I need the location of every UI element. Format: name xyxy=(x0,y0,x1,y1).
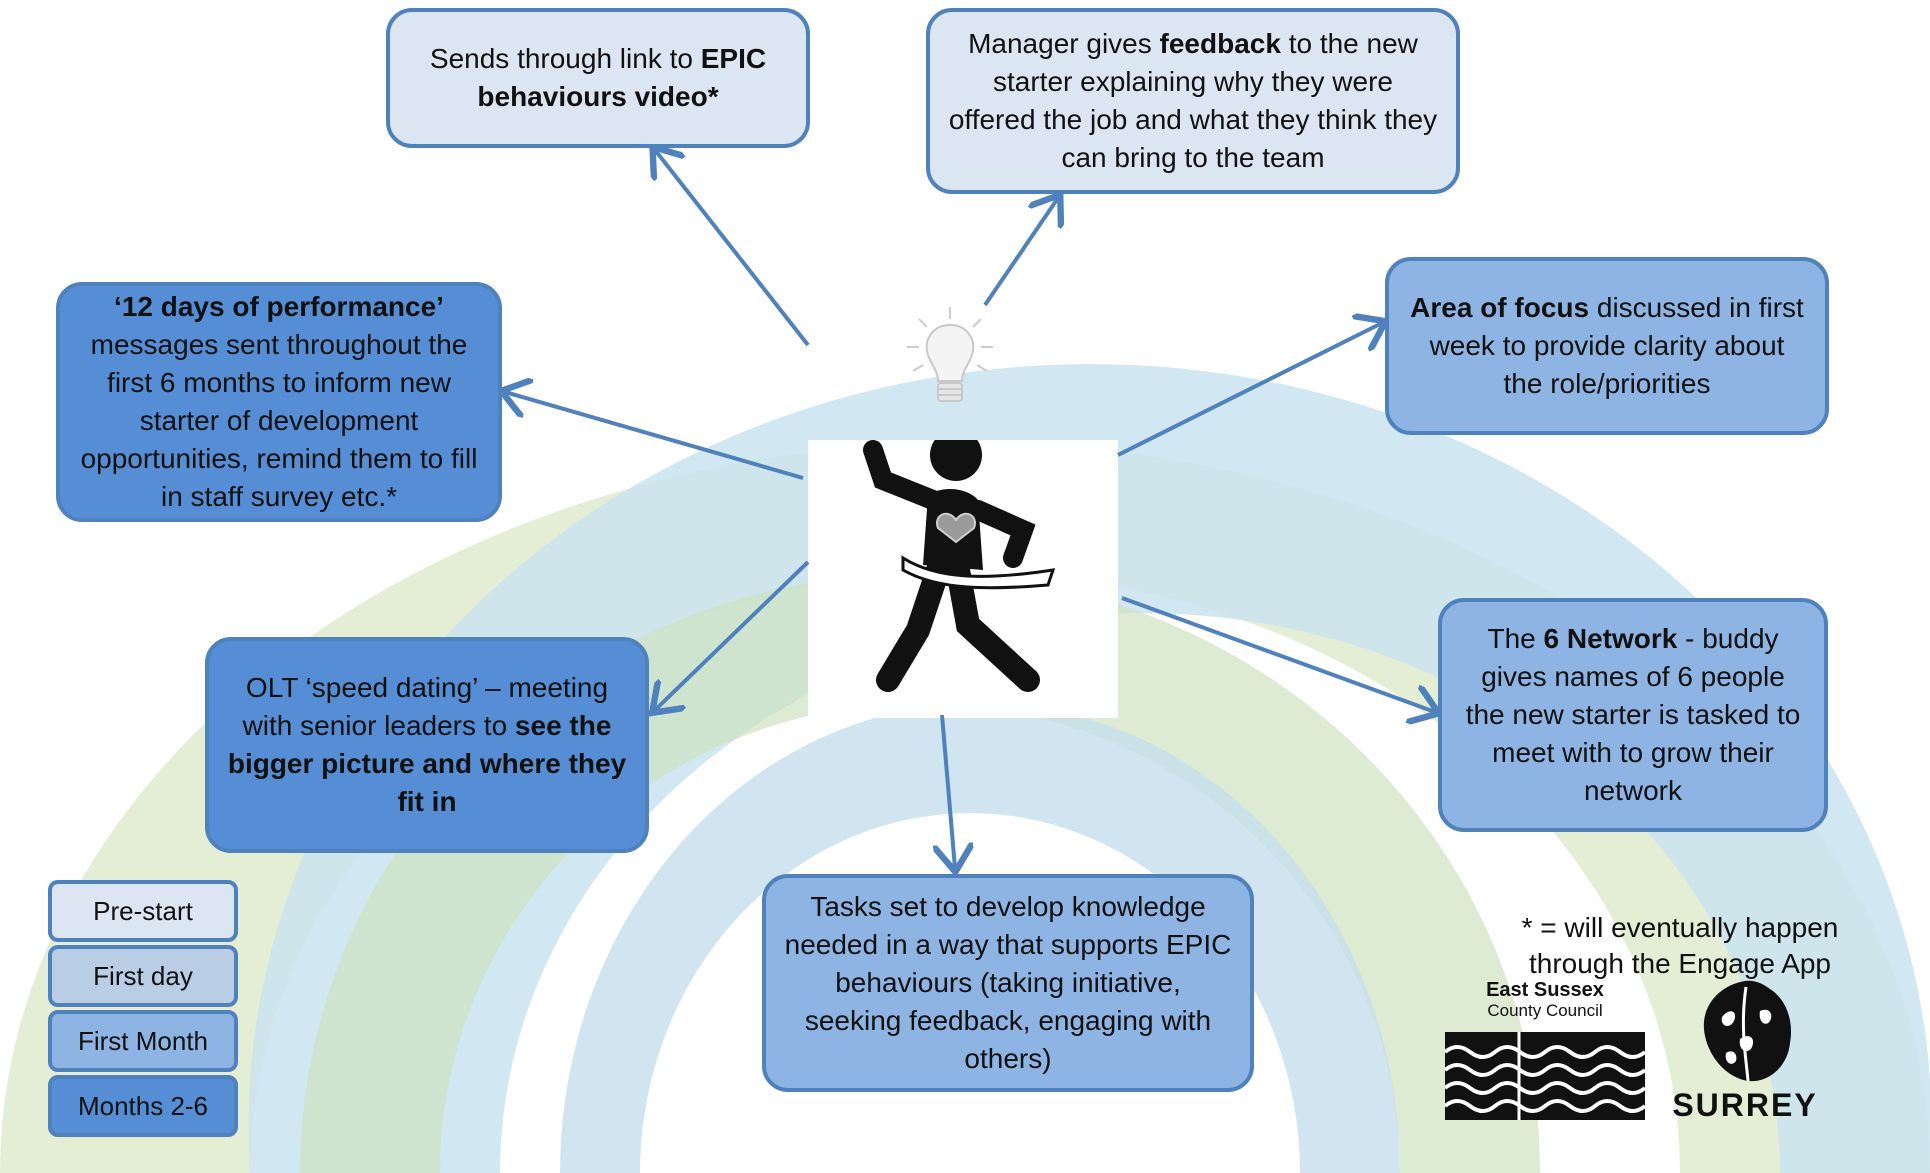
legend-months-2-6: Months 2-6 xyxy=(48,1075,238,1137)
legend-first-day: First day xyxy=(48,945,238,1007)
area-focus-box: Area of focus discussed in first week to… xyxy=(1385,257,1829,435)
feedback-box: Manager gives feedback to the new starte… xyxy=(926,8,1460,194)
outer-blue-arc xyxy=(248,364,1930,1173)
arrow-to-twelve-days xyxy=(505,392,804,480)
arrow-to-epic-video xyxy=(655,150,810,347)
arrow-to-speed-dating xyxy=(655,560,810,710)
east-sussex-name: East Sussex xyxy=(1486,979,1604,1001)
six-network-box: The 6 Network - buddy gives names of 6 p… xyxy=(1438,598,1828,832)
surrey-name: SURREY xyxy=(1672,1087,1818,1123)
engage-app-note: * = will eventually happen through the E… xyxy=(1521,912,1839,980)
lightbulb-icon xyxy=(907,307,993,402)
center-figure-panel xyxy=(808,429,1118,718)
legend-first-month: First Month xyxy=(48,1010,238,1072)
inner-blue-arc xyxy=(560,703,1400,1173)
twelve-days-box: ‘12 days of performance’ messages sent t… xyxy=(56,282,502,522)
epic-video-box: Sends through link to EPIC behaviours vi… xyxy=(386,8,810,148)
legend-pre-start: Pre-start xyxy=(48,880,238,942)
arrow-to-tasks xyxy=(942,714,955,868)
arrow-to-feedback xyxy=(983,198,1058,307)
tasks-box: Tasks set to develop knowledge needed in… xyxy=(762,874,1254,1092)
surrey-oak-leaf-icon xyxy=(1703,980,1792,1082)
speed-dating-box: OLT ‘speed dating’ – meeting with senior… xyxy=(205,637,649,853)
east-sussex-logo: East Sussex County Council xyxy=(1445,980,1645,1120)
east-sussex-waves-icon xyxy=(1445,1032,1645,1120)
surrey-logo: SURREY xyxy=(1660,975,1830,1125)
arrow-to-area-focus xyxy=(1117,323,1382,457)
arrow-to-six-network xyxy=(1121,596,1435,712)
running-person-icon xyxy=(863,429,1056,692)
east-sussex-subtitle: County Council xyxy=(1487,1001,1603,1020)
